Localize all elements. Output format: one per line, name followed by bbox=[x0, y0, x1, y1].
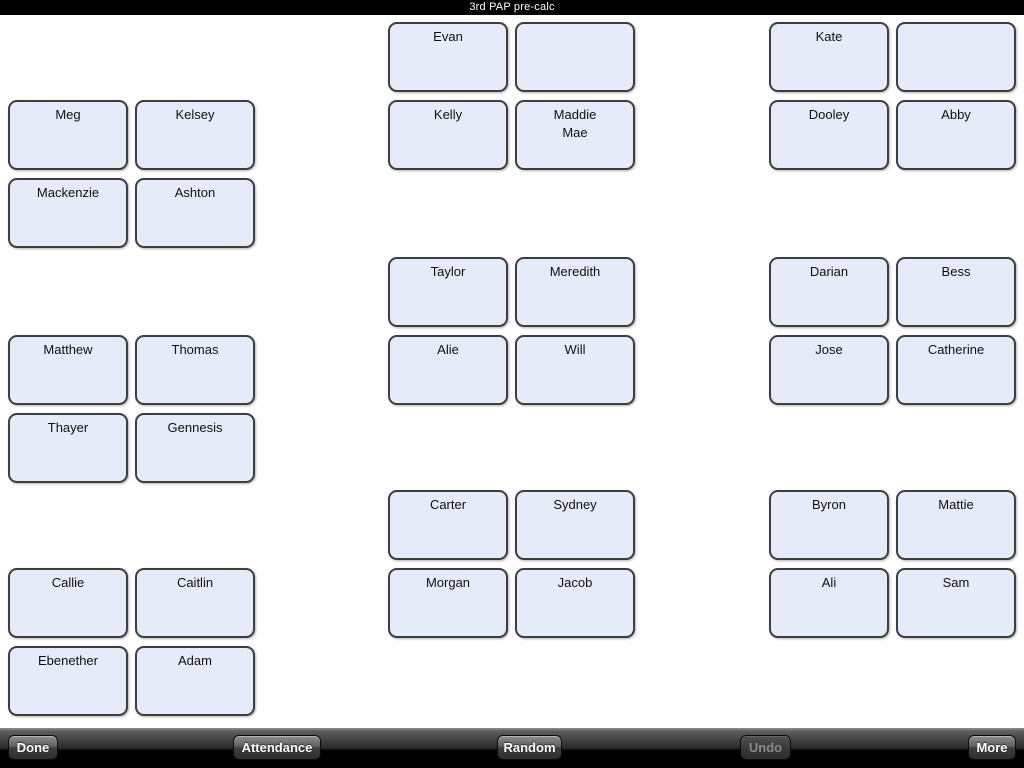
seat-name: Callie bbox=[51, 575, 85, 590]
seat-card[interactable]: Sam bbox=[896, 568, 1016, 638]
seat-card[interactable]: Meg bbox=[8, 100, 128, 170]
toolbar: Done Attendance Random Undo More bbox=[0, 728, 1024, 768]
title-bar: 3rd PAP pre-calc bbox=[0, 0, 1024, 15]
seat-card[interactable]: Mattie bbox=[896, 490, 1016, 560]
seat-name: Bess bbox=[941, 264, 971, 279]
seat-card[interactable]: Jose bbox=[769, 335, 889, 405]
seat-card[interactable]: Meredith bbox=[515, 257, 635, 327]
done-button[interactable]: Done bbox=[8, 735, 58, 760]
seat-card[interactable]: Abby bbox=[896, 100, 1016, 170]
seat-name: Ashton bbox=[174, 185, 216, 200]
seat-card[interactable]: Jacob bbox=[515, 568, 635, 638]
seat-card[interactable]: Bess bbox=[896, 257, 1016, 327]
seat-card[interactable]: Caitlin bbox=[135, 568, 255, 638]
seat-card[interactable]: Adam bbox=[135, 646, 255, 716]
seat-card[interactable]: Catherine bbox=[896, 335, 1016, 405]
seat-name: Jose bbox=[815, 342, 843, 357]
attendance-button[interactable]: Attendance bbox=[233, 735, 321, 760]
seat-card[interactable]: Evan bbox=[388, 22, 508, 92]
seat-card[interactable]: Taylor bbox=[388, 257, 508, 327]
seat-name: Carter bbox=[429, 497, 467, 512]
random-button[interactable]: Random bbox=[497, 735, 562, 760]
seat-card[interactable]: Kate bbox=[769, 22, 889, 92]
seat-card[interactable]: Sydney bbox=[515, 490, 635, 560]
seat-card-empty[interactable] bbox=[896, 22, 1016, 92]
seat-name: Thomas bbox=[171, 342, 219, 357]
seat-name: Adam bbox=[178, 653, 212, 668]
seat-card[interactable]: Carter bbox=[388, 490, 508, 560]
seat-card[interactable]: Will bbox=[515, 335, 635, 405]
seat-name: Evan bbox=[433, 29, 463, 44]
seat-card[interactable]: Ashton bbox=[135, 178, 255, 248]
seat-card[interactable]: Matthew bbox=[8, 335, 128, 405]
seat-name: Mackenzie bbox=[36, 185, 100, 200]
page-title: 3rd PAP pre-calc bbox=[469, 1, 555, 13]
seat-card[interactable]: Ali bbox=[769, 568, 889, 638]
seat-card[interactable]: Morgan bbox=[388, 568, 508, 638]
seat-name: Darian bbox=[809, 264, 849, 279]
seat-card[interactable]: Thomas bbox=[135, 335, 255, 405]
seat-card[interactable]: Byron bbox=[769, 490, 889, 560]
seat-name: Caitlin bbox=[176, 575, 214, 590]
seat-name: Sam bbox=[942, 575, 970, 590]
seat-card[interactable]: Kelsey bbox=[135, 100, 255, 170]
seat-name: Will bbox=[564, 342, 586, 357]
seat-name: Alie bbox=[437, 342, 459, 357]
seat-name: Kelsey bbox=[175, 107, 215, 122]
seat-name: Kelly bbox=[433, 107, 463, 122]
seat-card[interactable]: Kelly bbox=[388, 100, 508, 170]
seat-name: Meredith bbox=[549, 264, 601, 279]
seat-name: Ebenether bbox=[38, 653, 98, 668]
seat-name: Morgan bbox=[425, 575, 471, 590]
seat-card[interactable]: Darian bbox=[769, 257, 889, 327]
seat-name: Byron bbox=[812, 497, 846, 512]
seat-name: Maddie Mae bbox=[553, 107, 597, 140]
seat-name: Dooley bbox=[808, 107, 850, 122]
seat-card[interactable]: Callie bbox=[8, 568, 128, 638]
undo-button[interactable]: Undo bbox=[740, 735, 791, 760]
seat-name: Matthew bbox=[43, 342, 93, 357]
seat-name: Jacob bbox=[557, 575, 593, 590]
seat-name: Gennesis bbox=[167, 420, 223, 435]
seat-name: Taylor bbox=[430, 264, 466, 279]
seat-card[interactable]: Thayer bbox=[8, 413, 128, 483]
seat-card[interactable]: Maddie Mae bbox=[515, 100, 635, 170]
seat-name: Mattie bbox=[938, 497, 974, 512]
seat-name: Ali bbox=[821, 575, 837, 590]
seat-name: Meg bbox=[55, 107, 81, 122]
seat-name: Catherine bbox=[927, 342, 985, 357]
seat-card[interactable]: Dooley bbox=[769, 100, 889, 170]
seat-card[interactable]: Gennesis bbox=[135, 413, 255, 483]
seat-card[interactable]: Alie bbox=[388, 335, 508, 405]
seat-card-empty[interactable] bbox=[515, 22, 635, 92]
seat-name: Thayer bbox=[47, 420, 89, 435]
more-button[interactable]: More bbox=[968, 735, 1016, 760]
seat-card[interactable]: Ebenether bbox=[8, 646, 128, 716]
seat-name: Abby bbox=[941, 107, 971, 122]
seat-name: Sydney bbox=[553, 497, 597, 512]
seat-card[interactable]: Mackenzie bbox=[8, 178, 128, 248]
seat-name: Kate bbox=[815, 29, 843, 44]
